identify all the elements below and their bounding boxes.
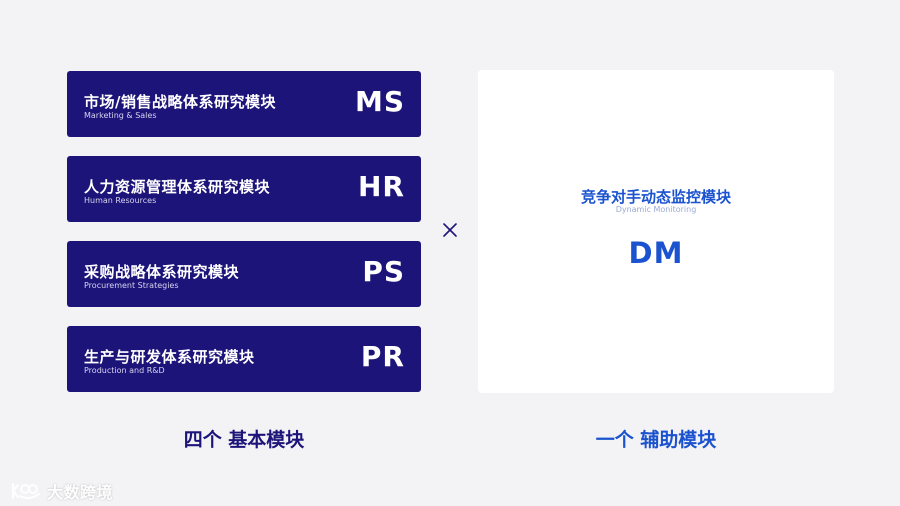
module-title-en: Marketing & Sales <box>84 111 157 120</box>
module-code: MS <box>354 85 405 118</box>
auxiliary-title-en: Dynamic Monitoring <box>615 205 697 214</box>
auxiliary-code: DM <box>628 236 684 270</box>
module-title-en: Human Resources <box>84 196 157 205</box>
module-card-ps: 采购战略体系研究模块 Procurement Strategies PS <box>67 241 421 307</box>
brand-logo-icon <box>11 482 40 500</box>
module-code: PR <box>360 340 405 373</box>
module-title-zh: 市场/销售战略体系研究模块 <box>84 93 276 111</box>
auxiliary-module-card: 竞争对手动态监控模块 Dynamic Monitoring DM <box>478 70 834 393</box>
module-card-ms: 市场/销售战略体系研究模块 Marketing & Sales MS <box>67 71 421 137</box>
module-code: HR <box>358 170 405 203</box>
module-card-pr: 生产与研发体系研究模块 Production and R&D PR <box>67 326 421 392</box>
multiply-icon <box>440 220 460 240</box>
module-title-zh: 采购战略体系研究模块 <box>84 263 240 281</box>
caption-auxiliary-module: 一个 辅助模块 <box>595 429 717 451</box>
module-title-zh: 人力资源管理体系研究模块 <box>84 178 271 196</box>
module-code: PS <box>362 255 405 288</box>
module-title-zh: 生产与研发体系研究模块 <box>84 348 255 366</box>
module-card-hr: 人力资源管理体系研究模块 Human Resources HR <box>67 156 421 222</box>
caption-basic-modules: 四个 基本模块 <box>183 429 305 451</box>
watermark-text: 大数跨境 <box>47 483 114 502</box>
auxiliary-title-zh: 竞争对手动态监控模块 <box>580 188 731 206</box>
module-title-en: Procurement Strategies <box>84 281 179 290</box>
module-title-en: Production and R&D <box>84 366 165 375</box>
watermark: 大数跨境 <box>10 479 113 503</box>
